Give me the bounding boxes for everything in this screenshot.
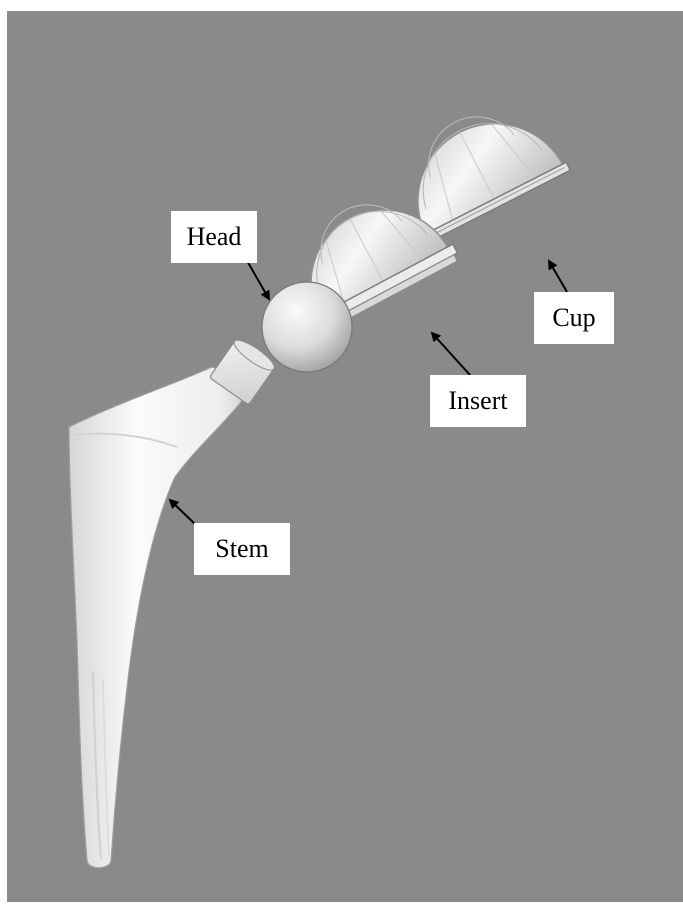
- stem-shape: [69, 336, 278, 868]
- hip-implant-illustration: [7, 11, 683, 902]
- cup-label: Cup: [534, 292, 614, 344]
- hip-implant-figure: Head Insert Cup Stem: [7, 11, 683, 902]
- insert-arrow: [432, 333, 470, 375]
- head-shape: [262, 282, 352, 372]
- stem-arrow: [170, 500, 197, 526]
- stem-label: Stem: [194, 523, 290, 575]
- cup-arrow: [549, 261, 567, 292]
- head-label: Head: [171, 211, 257, 263]
- insert-label: Insert: [430, 375, 526, 427]
